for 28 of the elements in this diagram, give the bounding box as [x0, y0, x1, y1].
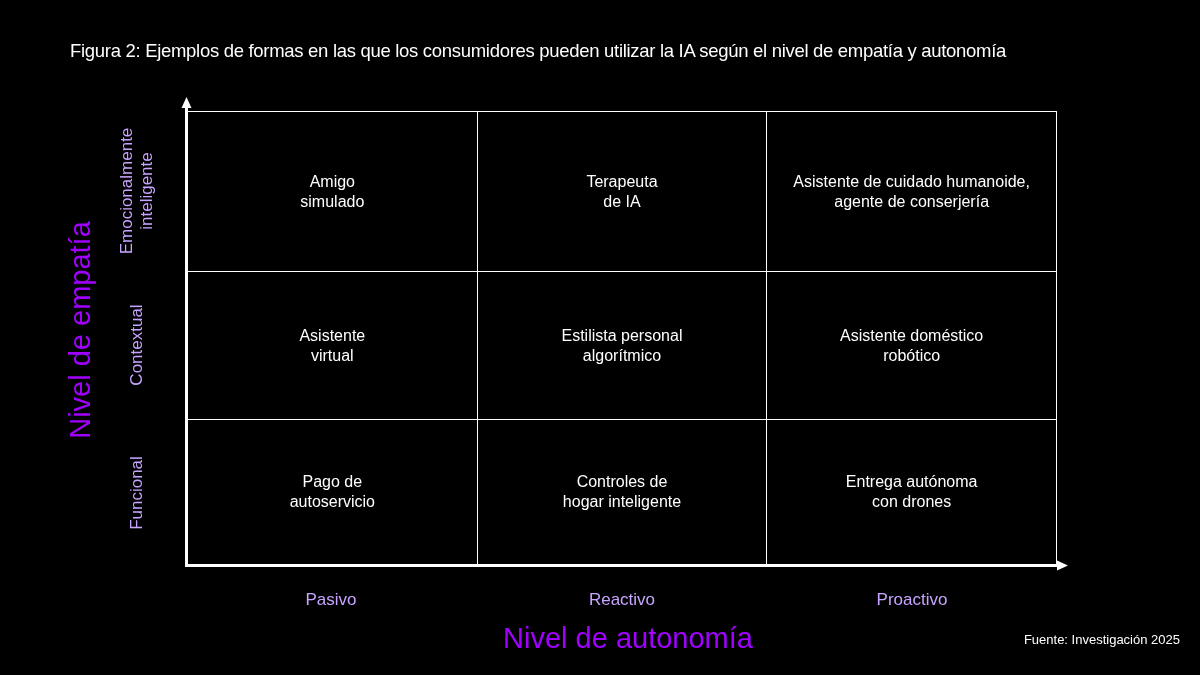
matrix-cell	[477, 111, 768, 271]
matrix-cell	[767, 111, 1057, 271]
cell-text: Entrega autónoma con drones	[844, 472, 979, 512]
matrix-cell	[477, 419, 768, 564]
cell-text: Amigo simulado	[299, 171, 366, 212]
cell-text: Controles de hogar inteligente	[561, 472, 683, 512]
cell-text: Pago de autoservicio	[288, 472, 376, 512]
column-label: Proactivo	[876, 590, 948, 610]
cell-text: Asistente doméstico robótico	[839, 325, 985, 366]
row-label: Emocionalmente inteligente	[117, 126, 157, 257]
cell-text: Asistente virtual	[298, 325, 367, 366]
source-note: Fuente: Investigación 2025	[1023, 632, 1180, 647]
matrix-cell	[767, 419, 1057, 564]
column-label: Pasivo	[305, 590, 357, 610]
matrix-cell	[188, 271, 478, 419]
x-axis-title: Nivel de autonomía	[503, 622, 753, 655]
matrix-cell	[477, 271, 768, 419]
y-axis-title: Nivel de empatía	[63, 221, 97, 439]
figure-title: Figura 2: Ejemplos de formas en las que los consumidores pueden utilizar la IA según el nivel de empatía y autonomía	[70, 40, 1006, 62]
cell-text: Terapeuta de IA	[585, 171, 659, 212]
row-label: Contextual	[127, 303, 147, 388]
matrix-cell	[767, 271, 1057, 419]
cell-text: Asistente de cuidado humanoide, agente de conserjería	[792, 171, 1031, 212]
column-label: Reactivo	[588, 590, 656, 610]
matrix-cell	[188, 419, 478, 564]
cell-text: Estilista personal algorítmico	[560, 325, 684, 366]
matrix-cell	[188, 111, 478, 271]
row-label: Funcional	[127, 455, 147, 532]
